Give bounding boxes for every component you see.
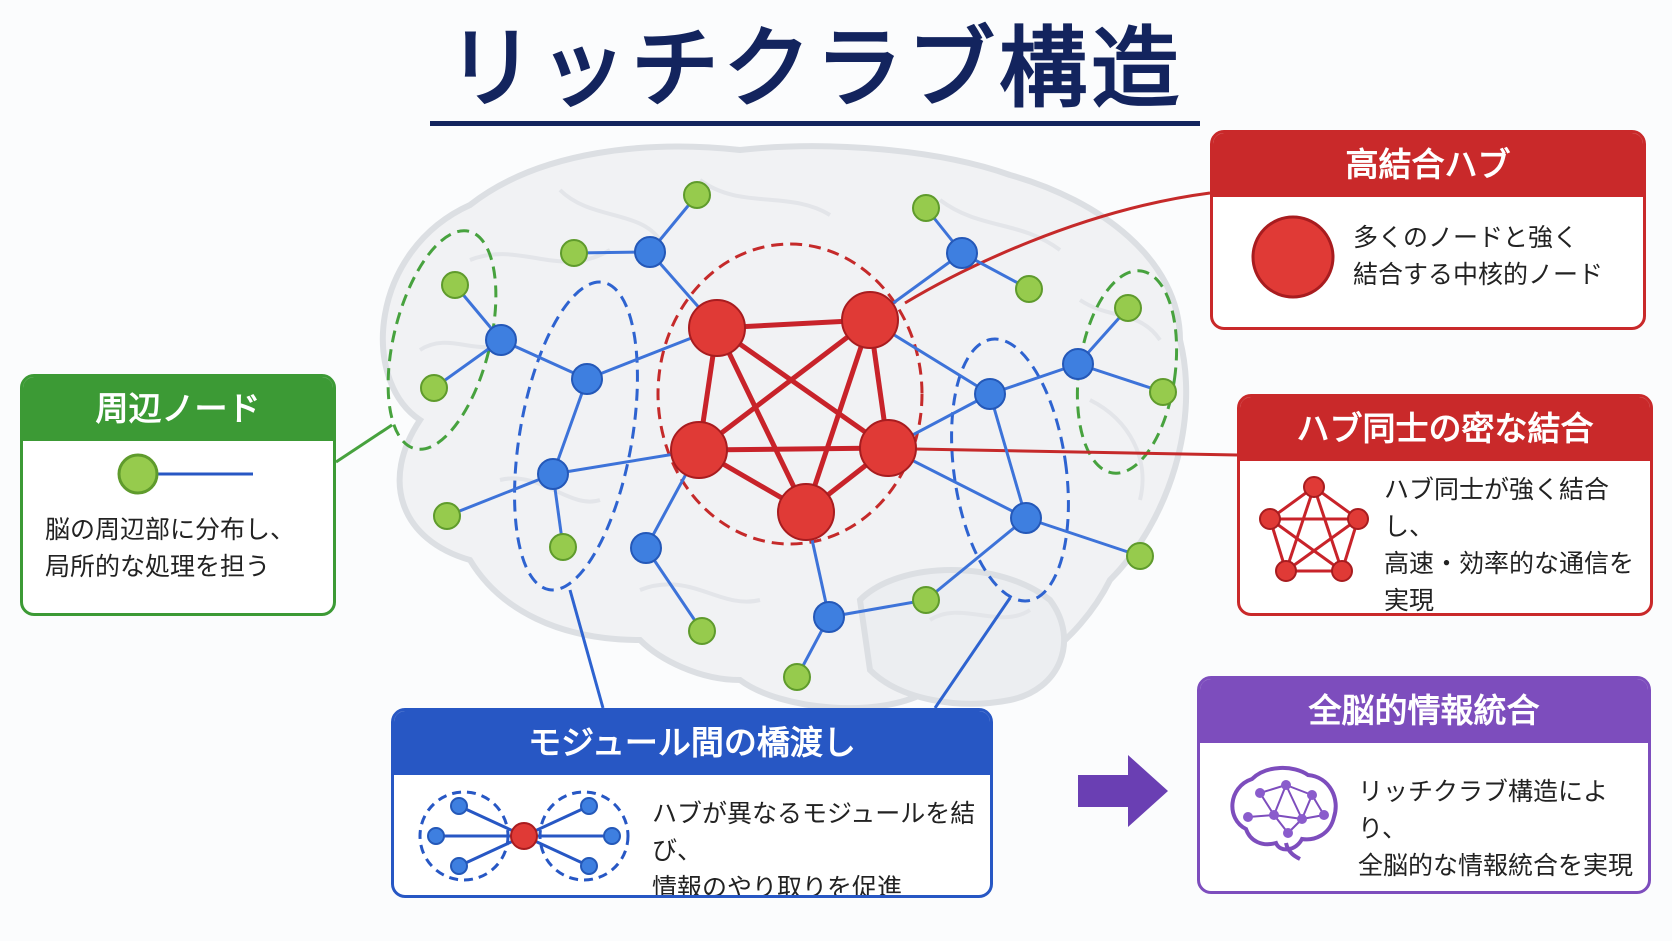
title-underline: [430, 121, 1200, 126]
peripheral-desc-line-1: 脳の周辺部に分布し、: [45, 515, 296, 544]
dense-desc-line-1: ハブ同士が強く結合し、: [1384, 475, 1610, 541]
module-node: [813, 601, 845, 633]
peripheral-node: [1126, 542, 1154, 570]
dense-connection-box: ハブ同士の密な結合 ハブ同士が強く結合し、 高速・効率的な通信を 実現: [1237, 394, 1653, 616]
peripheral-node: [912, 194, 940, 222]
module-node: [1010, 502, 1042, 534]
peripheral-node: [783, 663, 811, 691]
bridge-box: モジュール間の橋渡し ハブが異なるモジュールを結び、 情報のやり取りを促進: [391, 708, 993, 898]
module-green-right: [1075, 269, 1179, 475]
hub-node: [670, 421, 728, 479]
hub-desc-line-2: 結合する中核的ノード: [1353, 260, 1604, 289]
module-node: [1062, 348, 1094, 380]
brain-network-icon: [1230, 765, 1338, 861]
red-hub-icon: [1251, 215, 1335, 299]
hub-node: [777, 483, 835, 541]
hub-heading: 高結合ハブ: [1213, 133, 1643, 197]
peripheral-node: [560, 239, 588, 267]
module-node: [630, 532, 662, 564]
peripheral-node: [420, 374, 448, 402]
green-nodes: [420, 181, 1177, 691]
module-node: [974, 378, 1006, 410]
module-blue-right: [950, 337, 1070, 603]
page-title: リッチクラブ構造: [446, 17, 1183, 120]
hub-desc-line-1: 多くのノードと強く: [1353, 223, 1579, 252]
right-arrow-icon: [1078, 755, 1168, 827]
green-node-icon: [117, 453, 253, 495]
hub-node: [859, 419, 917, 477]
blue-nodes: [485, 236, 1094, 633]
pentagon-network-icon: [1259, 476, 1369, 582]
integration-desc-line-1: リッチクラブ構造により、: [1358, 777, 1609, 843]
peripheral-node: [912, 586, 940, 614]
integration-desc-line-2: 全脳的な情報統合を実現: [1358, 851, 1634, 880]
peripheral-node-box: 周辺ノード 脳の周辺部に分布し、 局所的な処理を担う: [20, 374, 336, 616]
module-node: [537, 458, 569, 490]
peripheral-node: [688, 617, 716, 645]
rich-club-ellipse: [656, 242, 924, 546]
hub-node: [841, 291, 899, 349]
rich-club-hubs: [670, 291, 917, 541]
two-module-icon: [418, 790, 630, 882]
peripheral-node: [433, 502, 461, 530]
peripheral-node: [549, 533, 577, 561]
dense-desc-line-3: 実現: [1384, 586, 1435, 615]
dense-desc-line-2: 高速・効率的な通信を: [1384, 549, 1635, 578]
dense-heading: ハブ同士の密な結合: [1240, 397, 1650, 461]
peripheral-node: [1149, 378, 1177, 406]
bridge-heading: モジュール間の橋渡し: [394, 711, 990, 775]
hub-box: 高結合ハブ 多くのノードと強く 結合する中核的ノード: [1210, 130, 1646, 330]
integration-heading: 全脳的情報統合: [1200, 679, 1648, 743]
module-node: [946, 237, 978, 269]
peripheral-node: [1015, 275, 1043, 303]
peripheral-node: [683, 181, 711, 209]
module-node: [571, 363, 603, 395]
hub-node: [688, 299, 746, 357]
callout-lines: [335, 191, 1238, 709]
module-blue-left: [513, 280, 639, 592]
module-green-left: [386, 229, 498, 451]
peripheral-node: [1114, 294, 1142, 322]
peripheral-node: [441, 271, 469, 299]
brain-outline: [379, 143, 1190, 712]
bridge-desc-line-1: ハブが異なるモジュールを結び、: [652, 799, 976, 865]
bridge-desc-line-2: 情報のやり取りを促進: [652, 873, 903, 898]
module-node: [485, 324, 517, 356]
integration-box: 全脳的情報統合 リッチクラブ構造により、 全脳的な情報統合を実現: [1197, 676, 1651, 894]
peripheral-desc-line-2: 局所的な処理を担う: [45, 552, 271, 581]
peripheral-heading: 周辺ノード: [23, 377, 333, 441]
module-node: [634, 236, 666, 268]
